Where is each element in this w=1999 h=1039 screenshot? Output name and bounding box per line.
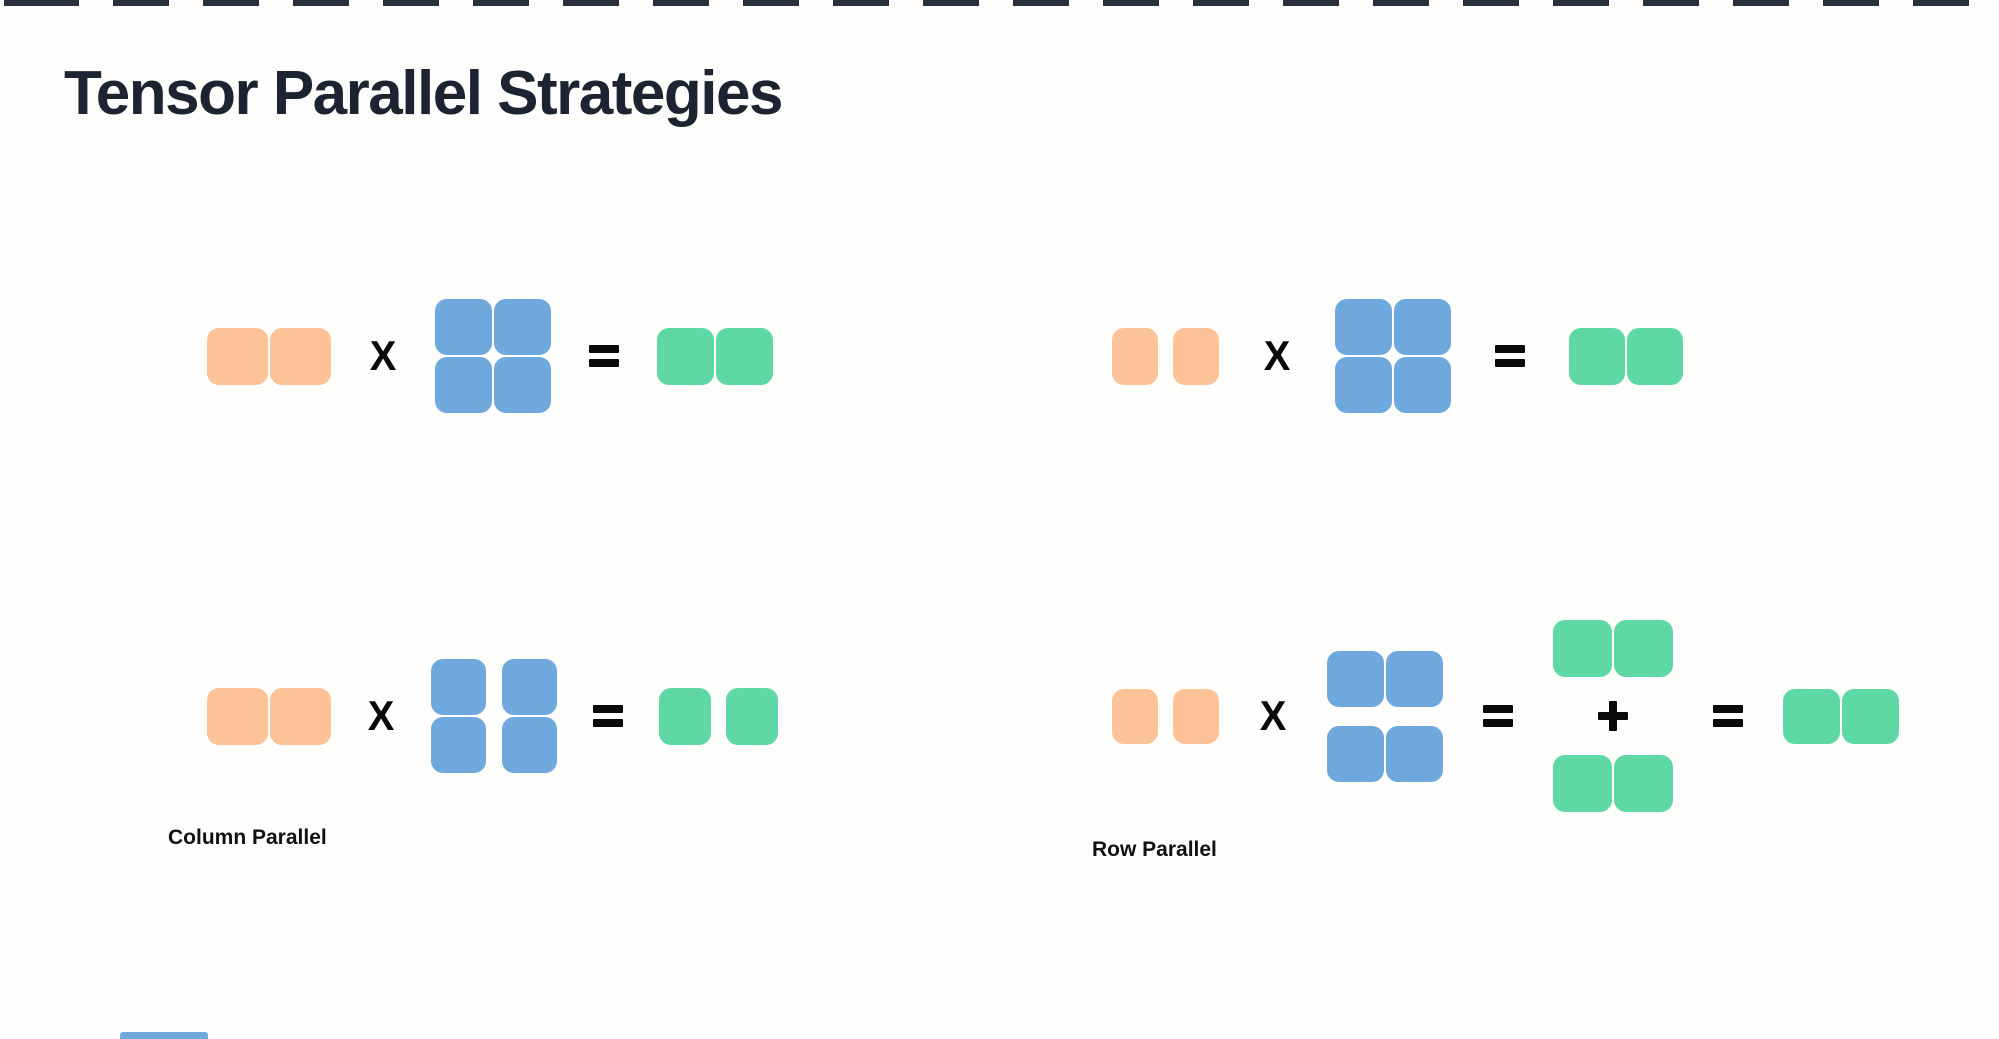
partial-output-bottom-cell [1553, 755, 1613, 812]
diagram-baseline-matmul-left: X [207, 299, 774, 413]
input-activations-cell [1173, 688, 1219, 744]
plus-operator [1598, 701, 1629, 731]
input-activations-cell [270, 327, 331, 385]
output-activations-cell [1783, 688, 1841, 744]
output-activations-split-cell [659, 687, 712, 745]
output-activations-split-cell [726, 687, 779, 745]
output-activations-cell [1842, 688, 1900, 744]
weight-matrix-row-split-cell [1327, 650, 1385, 707]
partial-output-bottom-cell [1614, 755, 1674, 812]
column-parallel-label: Column Parallel [168, 826, 327, 849]
input-activations-cell [207, 687, 268, 745]
equals-operator [1483, 705, 1514, 727]
top-edge-dashes [0, 0, 1999, 6]
weight-matrix-row-split-cell [1327, 725, 1385, 782]
weight-matrix-row-split-cell [1386, 650, 1444, 707]
weight-matrix-cell [435, 299, 493, 355]
input-activations-cell [207, 327, 268, 385]
diagram-column-parallel: X [207, 659, 779, 773]
weight-matrix [435, 299, 552, 413]
input-activations [207, 687, 331, 745]
multiply-operator: X [369, 332, 397, 379]
weight-matrix-column-split-cell [431, 717, 487, 773]
input-activations [1112, 327, 1219, 385]
weight-matrix [1335, 299, 1452, 413]
weight-matrix-row-split [1327, 650, 1444, 782]
partial-output-bottom [1553, 755, 1674, 812]
weight-matrix-cell [1394, 357, 1452, 413]
partial-output-top-cell [1553, 620, 1613, 677]
weight-matrix-column-split-cell [502, 717, 558, 773]
equals-operator [1495, 345, 1526, 367]
input-activations-cell [1173, 327, 1219, 385]
weight-matrix-cell [1335, 357, 1393, 413]
input-activations-cell [1112, 327, 1158, 385]
output-activations-cell [657, 327, 715, 385]
diagram-row-parallel: X [1112, 620, 1900, 812]
output-activations-cell [716, 327, 774, 385]
multiply-operator: X [367, 692, 395, 739]
slide-title: Tensor Parallel Strategies [64, 59, 783, 128]
weight-matrix-column-split-cell [431, 659, 487, 715]
weight-matrix-cell [494, 299, 552, 355]
multiply-operator: X [1259, 692, 1287, 739]
weight-matrix-row-split-cell [1386, 725, 1444, 782]
equals-operator [589, 345, 620, 367]
output-activations-split [659, 687, 779, 745]
weight-matrix-column-split [431, 659, 558, 773]
weight-matrix-column-split-cell [502, 659, 558, 715]
weight-matrix-cell [1394, 299, 1452, 355]
weight-matrix-cell [494, 357, 552, 413]
output-activations-cell [1627, 327, 1684, 385]
multiply-operator: X [1263, 332, 1291, 379]
input-activations [1112, 688, 1219, 744]
partial-output-top [1553, 620, 1674, 677]
weight-matrix-cell [435, 357, 493, 413]
output-activations [1569, 327, 1684, 385]
input-activations-cell [270, 687, 331, 745]
next-row-block-peek [120, 1032, 208, 1039]
output-activations [657, 327, 774, 385]
equals-operator [1713, 705, 1744, 727]
partial-output-top-cell [1614, 620, 1674, 677]
equals-operator [593, 705, 624, 727]
input-activations [207, 327, 331, 385]
partial-sums [1553, 620, 1674, 812]
weight-matrix-cell [1335, 299, 1393, 355]
input-activations-cell [1112, 688, 1158, 744]
row-parallel-label: Row Parallel [1092, 838, 1217, 861]
output-activations-cell [1569, 327, 1626, 385]
output-activations [1783, 688, 1900, 744]
diagram-baseline-matmul-right: X [1112, 299, 1684, 413]
